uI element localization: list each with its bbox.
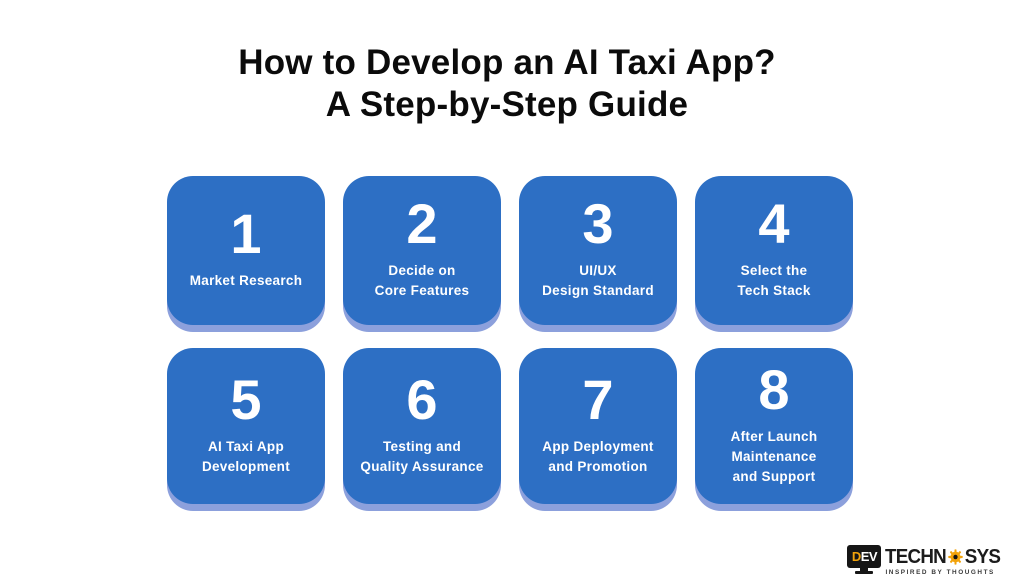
step-card-8: 8 After Launch Maintenance and Support (695, 348, 853, 504)
step-label: UI/UX Design Standard (542, 263, 654, 299)
step-number: 8 (758, 357, 790, 421)
step-card-2: 2 Decide on Core Features (343, 176, 501, 325)
step-number: 2 (406, 192, 438, 256)
monitor-stand (860, 568, 869, 571)
step-card-6: 6 Testing and Quality Assurance (343, 348, 501, 504)
monitor-dev-text: DEV (851, 549, 878, 564)
step-label: Select the Tech Stack (737, 263, 811, 299)
step-number: 1 (230, 202, 262, 266)
step-card-3: 3 UI/UX Design Standard (519, 176, 677, 325)
step-number: 6 (406, 367, 438, 431)
step-label: Decide on Core Features (374, 263, 470, 299)
title-line-1: How to Develop an AI Taxi App? (238, 43, 776, 82)
steps-grid: 1 Market Research 2 Decide on Core Featu… (167, 176, 853, 504)
monitor-icon: DEV (847, 545, 882, 574)
devtechnosys-logo: DEV TECHN (847, 545, 1008, 576)
monitor-base (855, 571, 874, 574)
step-label: Market Research (189, 273, 303, 289)
brand-sys-text: SYS (965, 546, 1001, 568)
step-card-1: 1 Market Research (167, 176, 325, 325)
page-title: How to Develop an AI Taxi App? A Step-by… (0, 42, 1014, 127)
step-number: 4 (758, 192, 790, 256)
gear-icon (948, 549, 964, 565)
brand-techn-text: TECHN (885, 546, 947, 568)
step-label: After Launch Maintenance and Support (730, 428, 818, 485)
step-number: 7 (582, 367, 614, 431)
title-line-2: A Step-by-Step Guide (325, 85, 689, 125)
logo-tagline: INSPIRED BY THOUGHTS (885, 569, 995, 576)
step-label: Testing and Quality Assurance (360, 438, 484, 474)
step-label: AI Taxi App Development (201, 438, 291, 474)
step-card-5: 5 AI Taxi App Development (167, 348, 325, 504)
step-card-7: 7 App Deployment and Promotion (519, 348, 677, 504)
step-number: 3 (582, 192, 614, 256)
step-label: App Deployment and Promotion (542, 438, 654, 474)
brand-name: TECHN SYS (885, 546, 1001, 568)
step-card-4: 4 Select the Tech Stack (695, 176, 853, 325)
step-number: 5 (230, 367, 262, 431)
